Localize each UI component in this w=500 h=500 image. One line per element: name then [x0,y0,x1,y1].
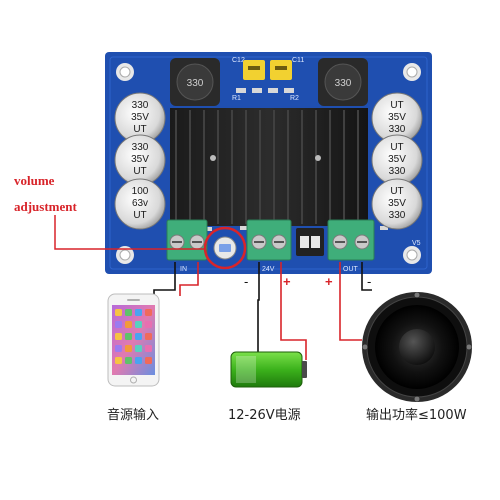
svg-text:35V: 35V [131,112,149,123]
terminal-out [327,219,375,261]
polarity-minus-power: - [244,274,249,289]
svg-text:35V: 35V [388,198,406,209]
svg-text:UT: UT [133,124,146,135]
annotation-circle [203,226,247,270]
svg-text:330: 330 [132,142,149,153]
svg-text:C11: C11 [292,57,304,64]
volume-potentiometer [213,236,237,260]
terminal-label-power: 24V [262,266,275,273]
svg-text:UT: UT [390,100,403,111]
svg-text:63v: 63v [132,198,148,209]
polarity-plus-power: + [283,274,291,289]
capacitor-label: 100 63v UT [132,186,149,221]
capacitor-label: 330 35V UT [131,100,149,135]
svg-text:35V: 35V [131,154,149,165]
svg-text:330: 330 [132,100,149,111]
svg-text:UT: UT [133,166,146,177]
terminal-power [246,219,292,261]
speaker [362,292,472,402]
heatsink [170,108,368,226]
polarity-plus-out: + [325,274,333,289]
polarity-minus-out: - [367,274,372,289]
svg-text:330: 330 [389,210,406,221]
inductor-label: 330 [335,78,352,89]
svg-text:35V: 35V [388,112,406,123]
svg-text:UT: UT [390,186,403,197]
inductors [170,58,368,106]
svg-text:330: 330 [389,124,406,135]
battery [230,351,307,388]
svg-text:35V: 35V [388,154,406,165]
caption-output: 输出功率≤100W [366,408,467,423]
annotation-volume: volume [14,173,55,188]
svg-text:V5: V5 [412,240,421,247]
mounting-holes [116,63,421,264]
svg-text:UT: UT [133,210,146,221]
capacitor-label: UT 35V 330 [388,142,406,177]
svg-text:100: 100 [132,186,149,197]
svg-text:C12: C12 [232,57,245,64]
svg-text:330: 330 [389,166,406,177]
wires [153,262,372,360]
phone [107,293,160,387]
annotation-adjustment: adjustment [14,199,77,214]
capacitor-label: UT 35V 330 [388,186,406,221]
svg-text:R1: R1 [232,95,241,102]
chip [296,228,324,256]
terminal-in [166,219,208,261]
capacitors-right [371,92,423,230]
capacitors-left [114,92,166,230]
capacitor-label: 330 35V UT [131,142,149,177]
terminal-label-out: OUT [343,266,359,273]
caption-input: 音源输入 [107,408,160,423]
capacitor-label: UT 35V 330 [388,100,406,135]
caption-power: 12-26V电源 [228,408,301,423]
terminal-label-in: IN [180,266,187,273]
svg-text:UT: UT [390,142,403,153]
annotation-leader [54,215,205,250]
inductor-label: 330 [187,78,204,89]
svg-text:R2: R2 [290,95,299,102]
